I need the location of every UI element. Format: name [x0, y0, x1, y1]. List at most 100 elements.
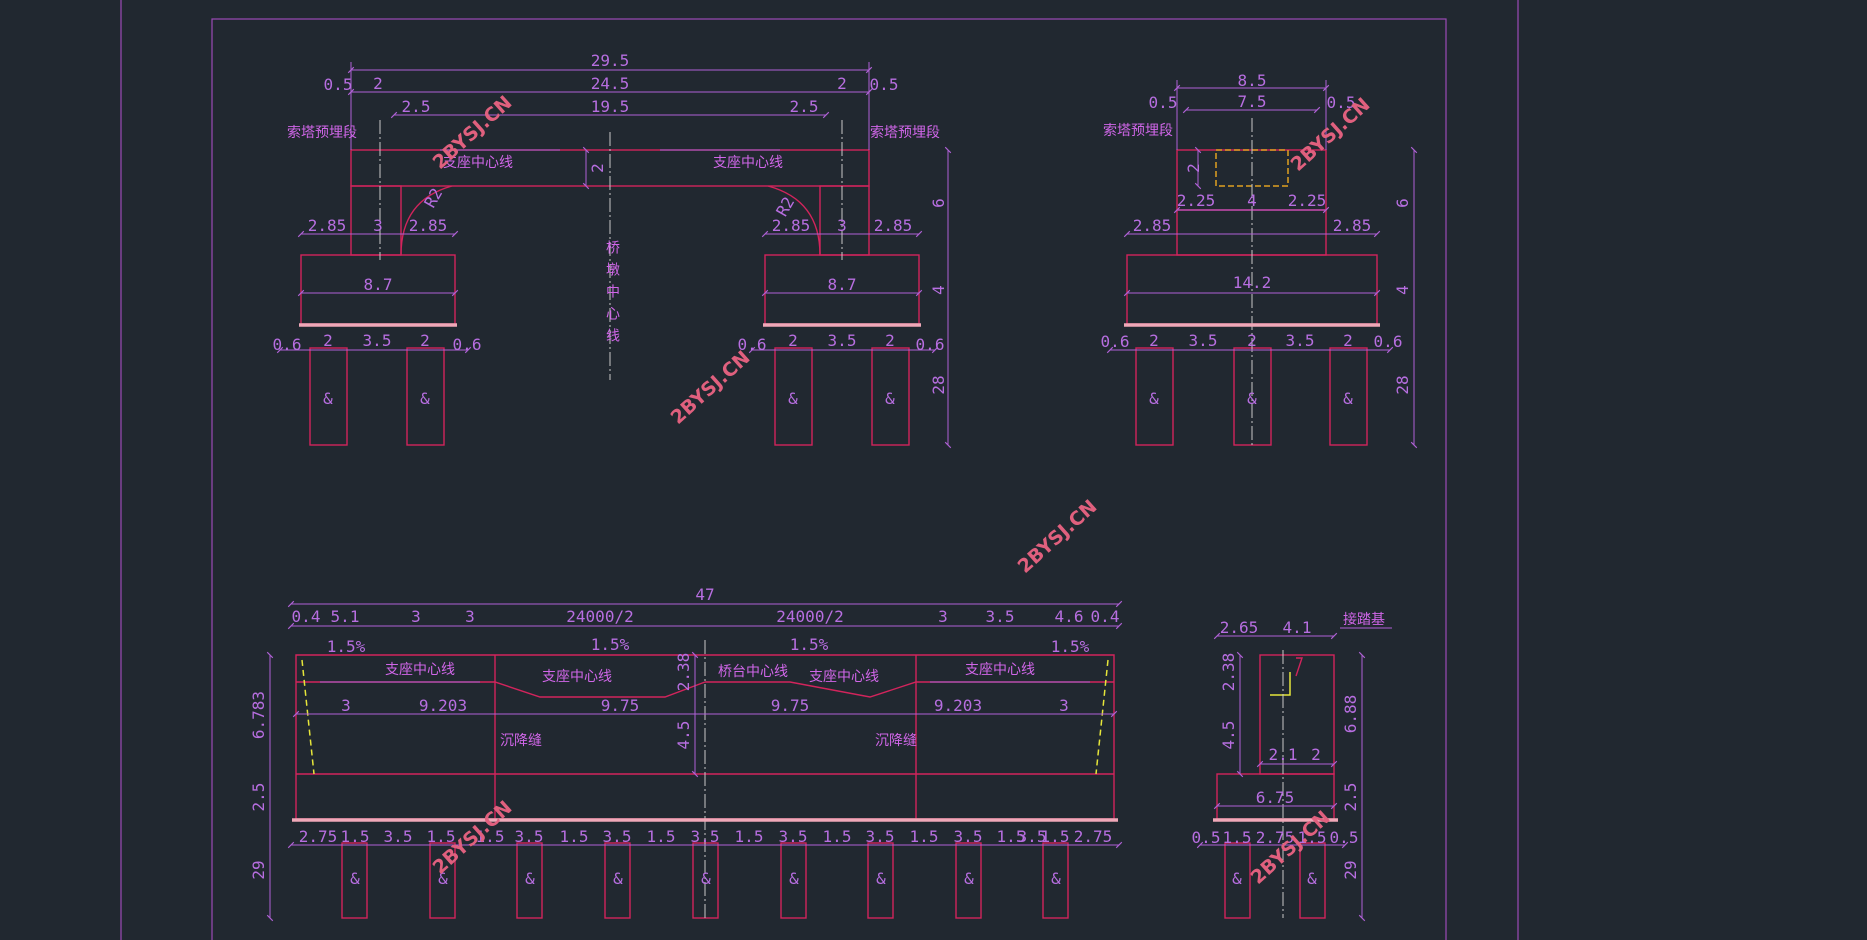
dim-side-top-width: 8.5 — [1238, 71, 1267, 90]
pile-dim-17: 3.5 — [1018, 827, 1047, 846]
abutment-step-detail — [1270, 672, 1291, 696]
dim-total-width: 29.5 — [591, 51, 630, 70]
label-settlement-2: 沉降缝 — [875, 733, 917, 749]
dim-side-inner-width: 7.5 — [1238, 92, 1267, 111]
pile-dim-10: 1.5 — [735, 827, 764, 846]
dim-side-step-0: 2.25 — [1177, 191, 1216, 210]
dim-abut-top-9: 0.4 — [1091, 607, 1120, 626]
dim-side-edge-right: 0.5 — [1327, 93, 1356, 112]
pile-dim-6: 1.5 — [560, 827, 589, 846]
watermark: 2BYSJ.CN — [667, 347, 755, 429]
dim-side-height-footing: 4 — [1393, 285, 1412, 295]
dim-abs-pile-0: 0.5 — [1192, 828, 1221, 847]
dim-row-2: 9.75 — [601, 696, 640, 715]
pile-break-symbol: & — [701, 869, 711, 888]
pier-side-dimensions — [1106, 80, 1418, 449]
pile-break-symbol: & — [323, 389, 333, 408]
pile-break-symbol: & — [1247, 389, 1257, 408]
label-pier-center: 桥墩中心线 — [604, 240, 620, 350]
abutment-pile-row: 2.75 1.5 3.5 1.5 1.5 3.5 1.5 3.5 1.5 3.5… — [299, 827, 1113, 846]
pile-dim-13: 3.5 — [866, 827, 895, 846]
pile-dim-7: 3.5 — [603, 827, 632, 846]
dim-abut-height-mid: 4.5 — [674, 721, 693, 750]
pile-break-symbol: & — [788, 389, 798, 408]
pile-dim-3: 1.5 — [427, 827, 456, 846]
dim-pile-left-2: 3.5 — [363, 331, 392, 350]
pile-break-symbol: & — [1149, 389, 1159, 408]
dim-pile-left-4: 0.6 — [453, 335, 482, 354]
dim-edge-right: 0.5 — [870, 75, 899, 94]
pile-break-symbol: & — [1343, 389, 1353, 408]
dim-col-left-1: 3 — [373, 216, 383, 235]
dim-abs-cap-width: 6.75 — [1256, 788, 1295, 807]
settlement-joint-right — [1095, 659, 1109, 775]
dim-col-right-0: 2.85 — [772, 216, 811, 235]
dim-abut-top-8: 4.6 — [1055, 607, 1084, 626]
dim-pile-right-1: 2 — [788, 331, 798, 350]
pile-dim-19: 2.75 — [1074, 827, 1113, 846]
dim-abut-top-6: 3 — [938, 607, 948, 626]
label-bearing-left: 支座中心线 — [443, 155, 513, 171]
dim-col-left-0: 2.85 — [308, 216, 347, 235]
dim-height-pier: 6 — [929, 198, 948, 208]
dim-pile-right-0: 0.6 — [738, 335, 767, 354]
label-abut-bearing-3: 支座中心线 — [809, 669, 879, 685]
pile-break-symbol: & — [420, 389, 430, 408]
slope-0: 1.5% — [327, 637, 366, 656]
dim-side-footing-edge-1: 2.85 — [1333, 216, 1372, 235]
pile-break-symbol: & — [438, 869, 448, 888]
dim-side-step-2: 2.25 — [1288, 191, 1327, 210]
dim-side-pile-5: 2 — [1343, 331, 1353, 350]
dim-beam-depth: 2 — [588, 163, 607, 173]
dim-side-edge-left: 0.5 — [1149, 93, 1178, 112]
pile-dim-15: 3.5 — [954, 827, 983, 846]
watermark: 2BYSJ.CN — [1014, 496, 1102, 578]
dim-abut-top-0: 0.4 — [292, 607, 321, 626]
dim-col-right-2: 2.85 — [874, 216, 913, 235]
dim-pile-right-3: 2 — [885, 331, 895, 350]
pile-break-symbol: & — [789, 869, 799, 888]
dim-height-pile: 28 — [929, 375, 948, 394]
dim-inner-width: 24.5 — [591, 74, 630, 93]
pile-dim-14: 1.5 — [910, 827, 939, 846]
label-abut-bearing-1: 支座中心线 — [385, 662, 455, 678]
dim-edge-left: 0.5 — [324, 75, 353, 94]
slope-1: 1.5% — [591, 635, 630, 654]
pile-dim-5: 3.5 — [515, 827, 544, 846]
dim-row-1: 9.203 — [419, 696, 467, 715]
dim-abs-pile-3: 1.5 — [1298, 828, 1327, 847]
pile-break-symbol: & — [525, 869, 535, 888]
pile-dim-4: 1.5 — [476, 827, 505, 846]
dim-abs-pile-1: 1.5 — [1223, 828, 1252, 847]
dim-tower-right: 2 — [837, 74, 847, 93]
dim-abs-inner-1: 2 — [1311, 745, 1321, 764]
dim-abut-top-2: 3 — [411, 607, 421, 626]
pile-dim-16: 1.5 — [997, 827, 1026, 846]
dim-row-0: 3 — [341, 696, 351, 715]
dim-abs-top-right: 4.1 — [1283, 618, 1312, 637]
dim-side-pile-1: 2 — [1149, 331, 1159, 350]
dim-col-left-2: 2.85 — [409, 216, 448, 235]
dim-row-4: 9.203 — [934, 696, 982, 715]
dim-row-3: 9.75 — [771, 696, 810, 715]
abutment-side-dimensions — [1196, 627, 1392, 922]
settlement-joint-left — [301, 659, 315, 775]
dim-abs-height-wall: 6.88 — [1341, 695, 1360, 734]
pier-front-elevation: 29.5 0.5 0.5 2 2 24.5 2.5 2.5 19.5 2 索塔预… — [273, 51, 952, 449]
pile-break-symbol: & — [350, 869, 360, 888]
dim-pile-right-4: 0.6 — [916, 335, 945, 354]
dim-side-pile-0: 0.6 — [1101, 332, 1130, 351]
dim-side-pile-4: 3.5 — [1286, 331, 1315, 350]
pile-dim-12: 1.5 — [823, 827, 852, 846]
dim-abut-height-wall: 6.783 — [249, 691, 268, 739]
dim-abs-top-left: 2.65 — [1220, 618, 1259, 637]
abutment-front-dimensions — [266, 600, 1123, 922]
dim-abs-pile-4: 0.5 — [1330, 828, 1359, 847]
dim-cap-edge-right: 2.5 — [790, 97, 819, 116]
dim-cap-span: 19.5 — [591, 97, 630, 116]
dim-footing-right: 8.7 — [828, 275, 857, 294]
dim-col-right-1: 3 — [837, 216, 847, 235]
pile-dim-2: 3.5 — [384, 827, 413, 846]
label-approach: 接踏基 — [1343, 611, 1385, 628]
